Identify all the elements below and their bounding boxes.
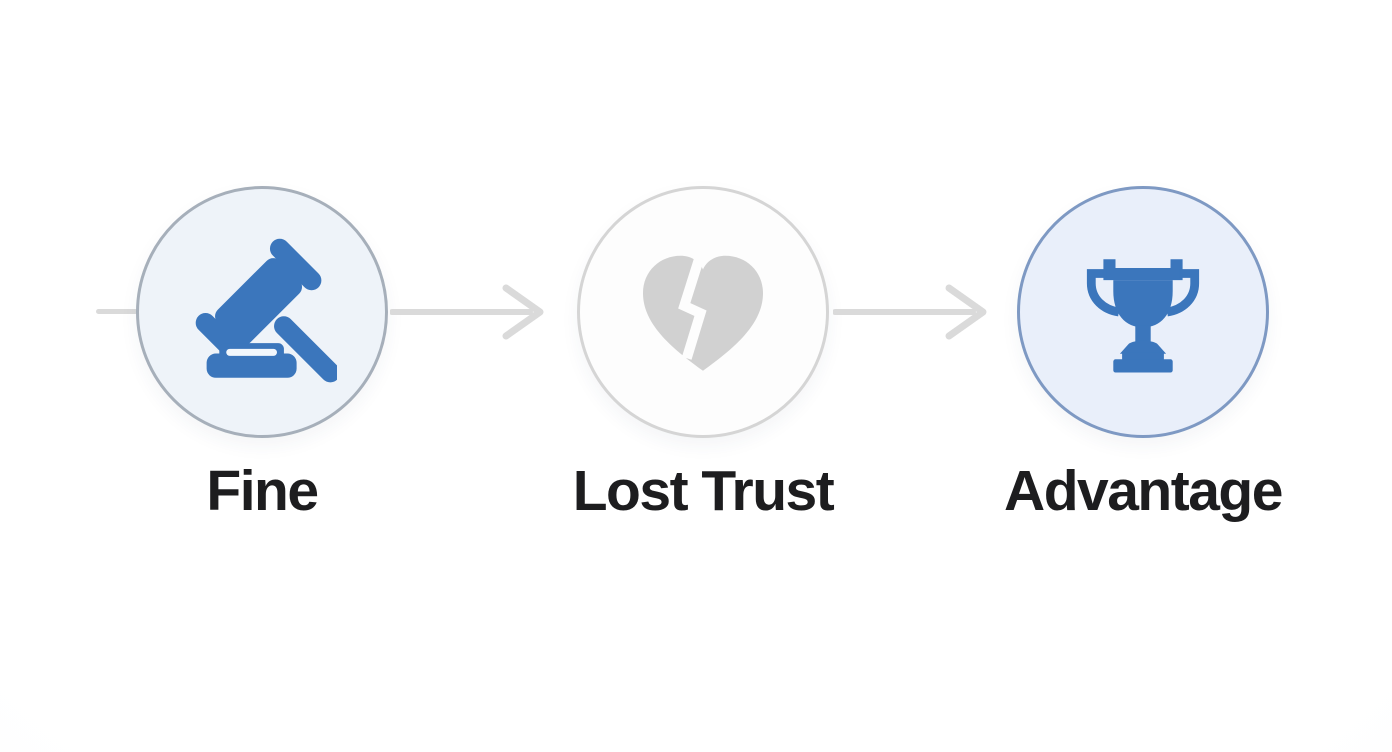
- trophy-icon: [1086, 259, 1200, 373]
- step-label-advantage: Advantage: [1004, 459, 1283, 523]
- connector-line-start: [96, 309, 138, 314]
- arrow-right-icon: [833, 284, 987, 340]
- broken-heart-icon: [643, 255, 763, 371]
- node-fine: [136, 186, 388, 438]
- arrow-right-icon: [390, 284, 544, 340]
- step-label-fine: Fine: [206, 459, 319, 523]
- step-label-lost-trust: Lost Trust: [572, 459, 835, 523]
- node-advantage: [1017, 186, 1269, 438]
- node-lost-trust: [577, 186, 829, 438]
- gavel-icon: [195, 238, 337, 383]
